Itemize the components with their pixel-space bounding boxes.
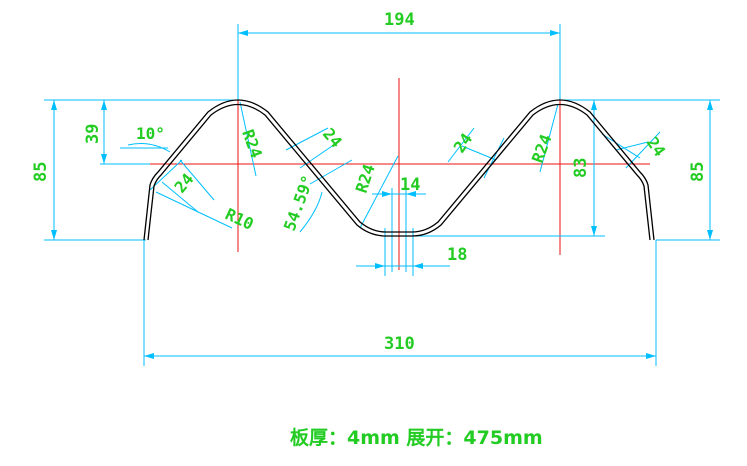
- label-r24-valley: R24: [352, 162, 379, 195]
- dimension-arrows: [51, 30, 713, 359]
- label-18: 18: [447, 245, 467, 265]
- label-10-degree: 10°: [136, 124, 165, 143]
- profile-shape: [143, 99, 655, 241]
- label-24-web-left: 24: [319, 124, 346, 151]
- label-24-web-right: 24: [450, 130, 477, 157]
- label-85-right: 85: [688, 162, 708, 182]
- profile-inner-line: [147, 103, 651, 241]
- label-310: 310: [384, 334, 415, 354]
- dimension-lines: [44, 24, 720, 366]
- dimension-labels: 194 310 85 39 85 83 14 18 10° 24 R10 R24…: [31, 10, 708, 354]
- label-83: 83: [571, 158, 591, 178]
- label-54-59-degree: 54.59°: [280, 173, 318, 234]
- label-r10: R10: [222, 204, 256, 233]
- label-85-left: 85: [31, 162, 51, 182]
- label-r24-right: R24: [528, 132, 556, 166]
- caption-thickness-unfold: 板厚：4mm 展开：475mm: [290, 426, 543, 449]
- label-39: 39: [83, 124, 103, 144]
- label-24-right-end: 24: [643, 133, 670, 160]
- label-14: 14: [400, 175, 420, 195]
- label-r24-left: R24: [238, 127, 266, 161]
- dim-line-24-left-end: [161, 181, 199, 213]
- label-194: 194: [384, 10, 415, 30]
- profile-outer-line: [143, 99, 655, 241]
